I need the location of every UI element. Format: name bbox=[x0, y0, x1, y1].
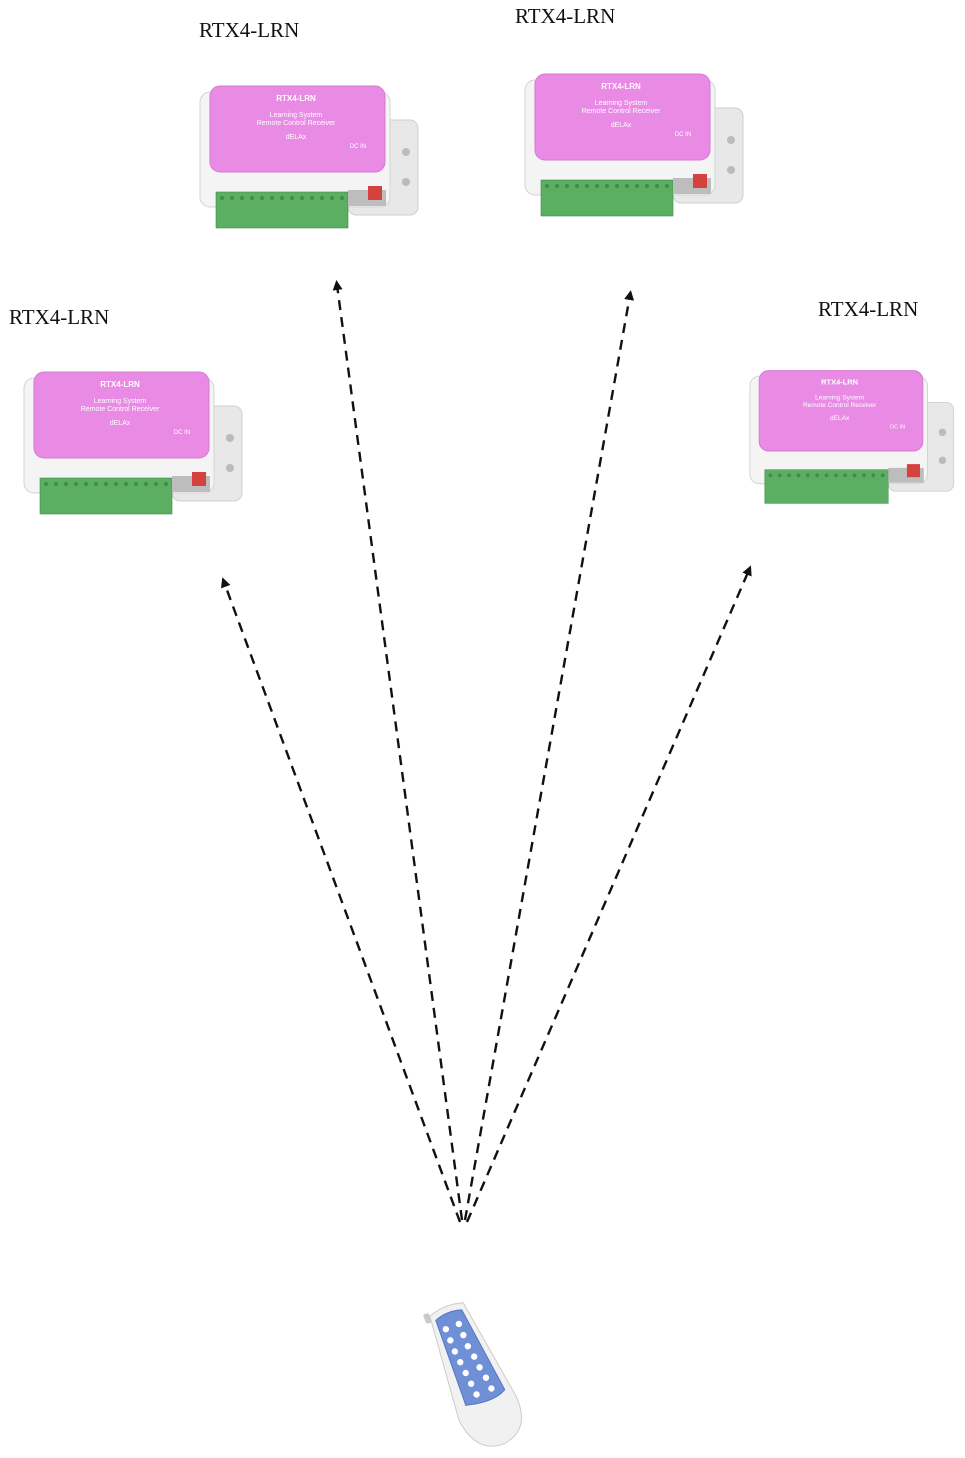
dc-text: DC IN bbox=[675, 132, 691, 138]
receiver-module-icon: RTX4-LRN Learning System Remote Control … bbox=[749, 370, 955, 504]
remote-control-icon bbox=[423, 1302, 523, 1447]
brand-text: dELAx bbox=[110, 420, 131, 427]
line1-text: Learning System bbox=[94, 398, 147, 405]
line2-text: Remote Control Receiver bbox=[582, 108, 661, 115]
arrow-to-top-right bbox=[463, 290, 635, 1221]
line1-text: Learning System bbox=[595, 100, 648, 107]
line2-text: Remote Control Receiver bbox=[803, 402, 877, 409]
model-text: RTX4-LRN bbox=[276, 94, 316, 103]
dc-text: DC IN bbox=[890, 425, 905, 431]
brand-text: dELAx bbox=[830, 415, 850, 422]
line2-text: Remote Control Receiver bbox=[81, 406, 160, 413]
model-text: RTX4-LRN bbox=[100, 380, 140, 389]
arrow-to-mid-left bbox=[221, 577, 462, 1223]
line2-text: Remote Control Receiver bbox=[257, 120, 336, 127]
line1-text: Learning System bbox=[270, 112, 323, 119]
receiver-module-icon: RTX4-LRN Learning System Remote Control … bbox=[524, 73, 744, 217]
arrow-to-mid-right bbox=[465, 565, 752, 1223]
receiver-label-top-left: RTX4-LRN bbox=[199, 18, 300, 42]
receiver-label-top-right: RTX4-LRN bbox=[515, 4, 616, 28]
brand-text: dELAx bbox=[286, 134, 307, 141]
arrow-to-top-left bbox=[332, 280, 464, 1221]
model-text: RTX4-LRN bbox=[601, 82, 641, 91]
receiver-label-mid-right: RTX4-LRN bbox=[818, 297, 919, 321]
receiver-module-icon: RTX4-LRN Learning System Remote Control … bbox=[199, 85, 419, 229]
line1-text: Learning System bbox=[815, 395, 865, 402]
model-text: RTX4-LRN bbox=[821, 378, 858, 387]
dc-text: DC IN bbox=[174, 430, 190, 436]
dc-text: DC IN bbox=[350, 144, 366, 150]
receiver-label-mid-left: RTX4-LRN bbox=[9, 305, 110, 329]
receiver-module-icon: RTX4-LRN Learning System Remote Control … bbox=[23, 371, 243, 515]
brand-text: dELAx bbox=[611, 122, 632, 129]
